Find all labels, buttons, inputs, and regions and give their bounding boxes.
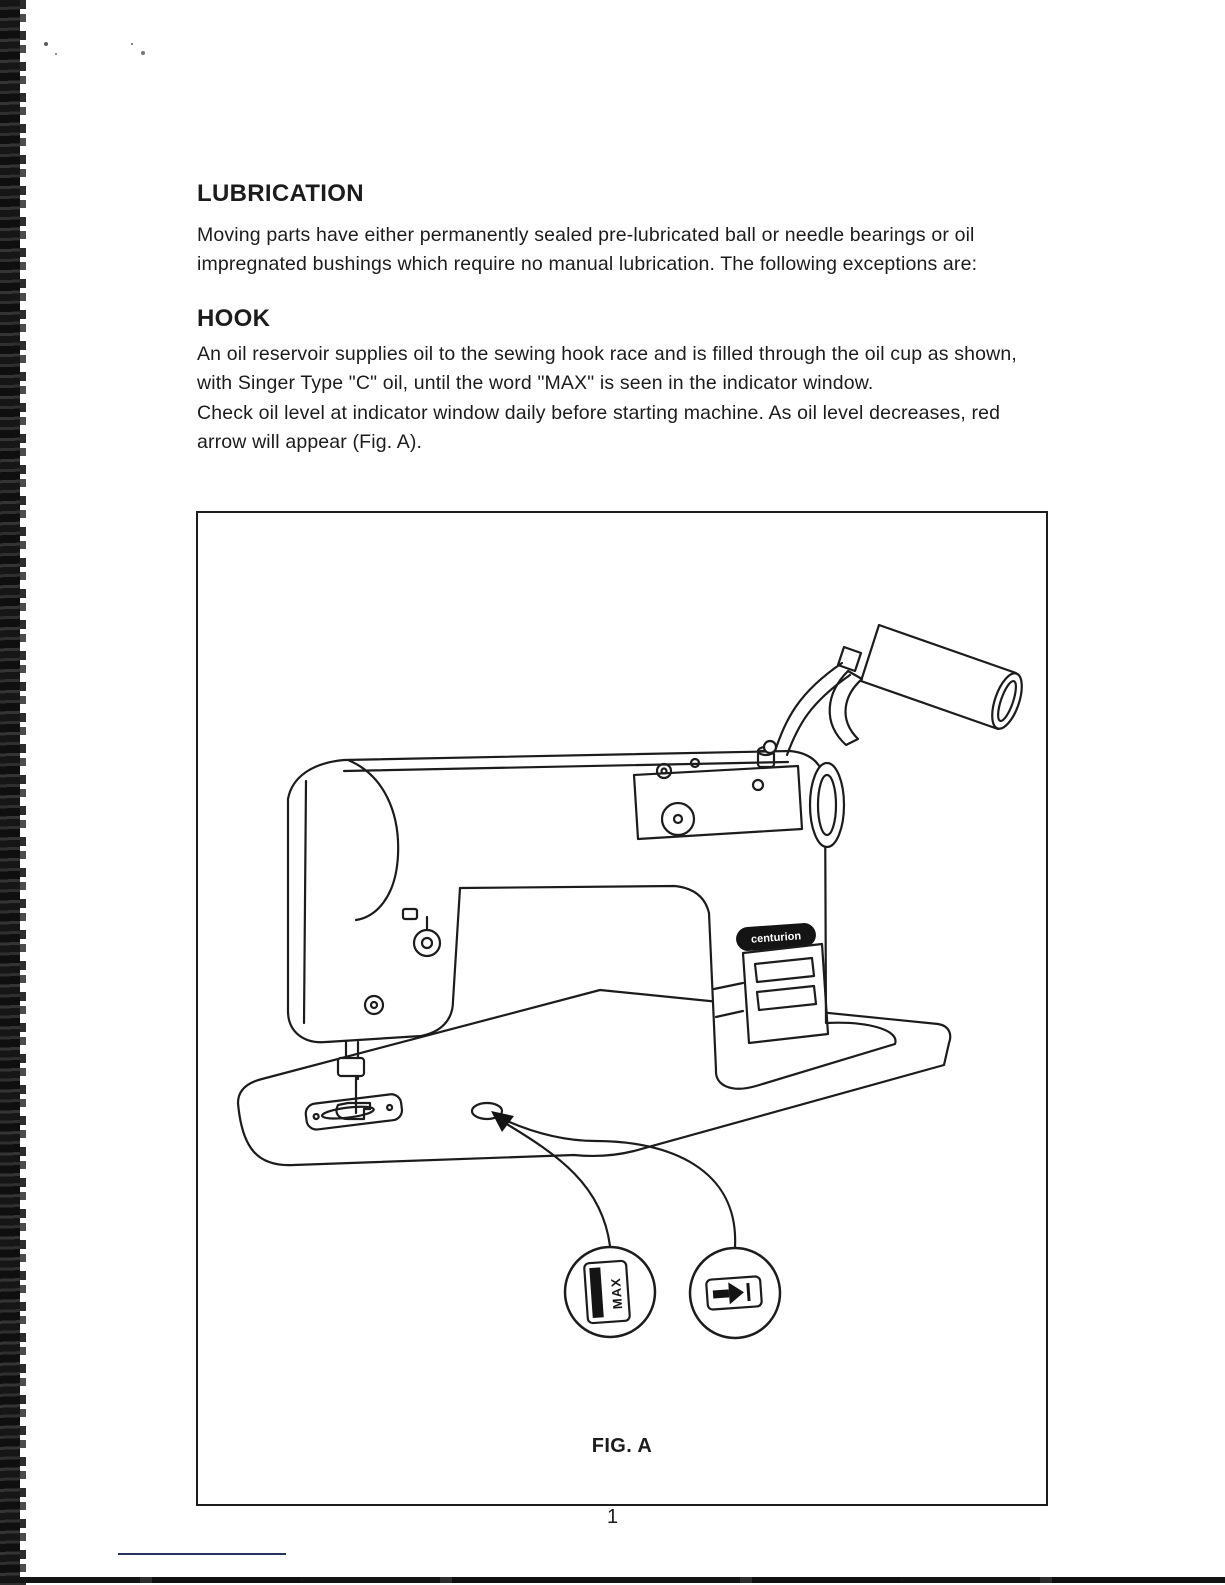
needle-plate bbox=[304, 1093, 404, 1131]
max-indicator-inset: MAX bbox=[563, 1245, 657, 1339]
bottom-scan-edge bbox=[0, 1577, 1225, 1583]
lubrication-paragraph: Moving parts have either permanently sea… bbox=[197, 224, 978, 275]
oil-sight-hole bbox=[470, 1101, 504, 1121]
oil-tube bbox=[762, 661, 852, 757]
book-spine-scan-edge bbox=[0, 0, 26, 1585]
brand-badge: centurion bbox=[736, 923, 816, 951]
oil-can bbox=[762, 623, 1023, 757]
section-title-lubrication: LUBRICATION bbox=[197, 180, 364, 207]
sewing-machine: centurion bbox=[286, 745, 897, 1121]
slotted-plate bbox=[712, 942, 830, 1045]
figure-caption: FIG. A bbox=[591, 1435, 653, 1457]
tension-knob bbox=[401, 907, 442, 958]
balance-wheel bbox=[808, 761, 846, 849]
callout-leader-lines bbox=[491, 1111, 737, 1249]
hook-paragraph-2: Check oil level at indicator window dail… bbox=[197, 402, 1001, 453]
hook-paragraph-1: An oil reservoir supplies oil to the sew… bbox=[197, 343, 1017, 394]
scan-speckles bbox=[44, 42, 48, 46]
max-label: MAX bbox=[608, 1277, 625, 1310]
figure-box: centurion bbox=[196, 511, 1048, 1506]
page-number: 1 bbox=[606, 1506, 619, 1528]
arrow-indicator-inset bbox=[688, 1246, 782, 1340]
footer-rule bbox=[118, 1553, 286, 1555]
brand-badge-label: centurion bbox=[751, 930, 802, 945]
sewing-machine-illustration: centurion bbox=[236, 623, 1023, 1340]
needle-assembly bbox=[335, 1040, 372, 1121]
table-top bbox=[236, 988, 952, 1167]
section-title-hook: HOOK bbox=[197, 305, 271, 332]
